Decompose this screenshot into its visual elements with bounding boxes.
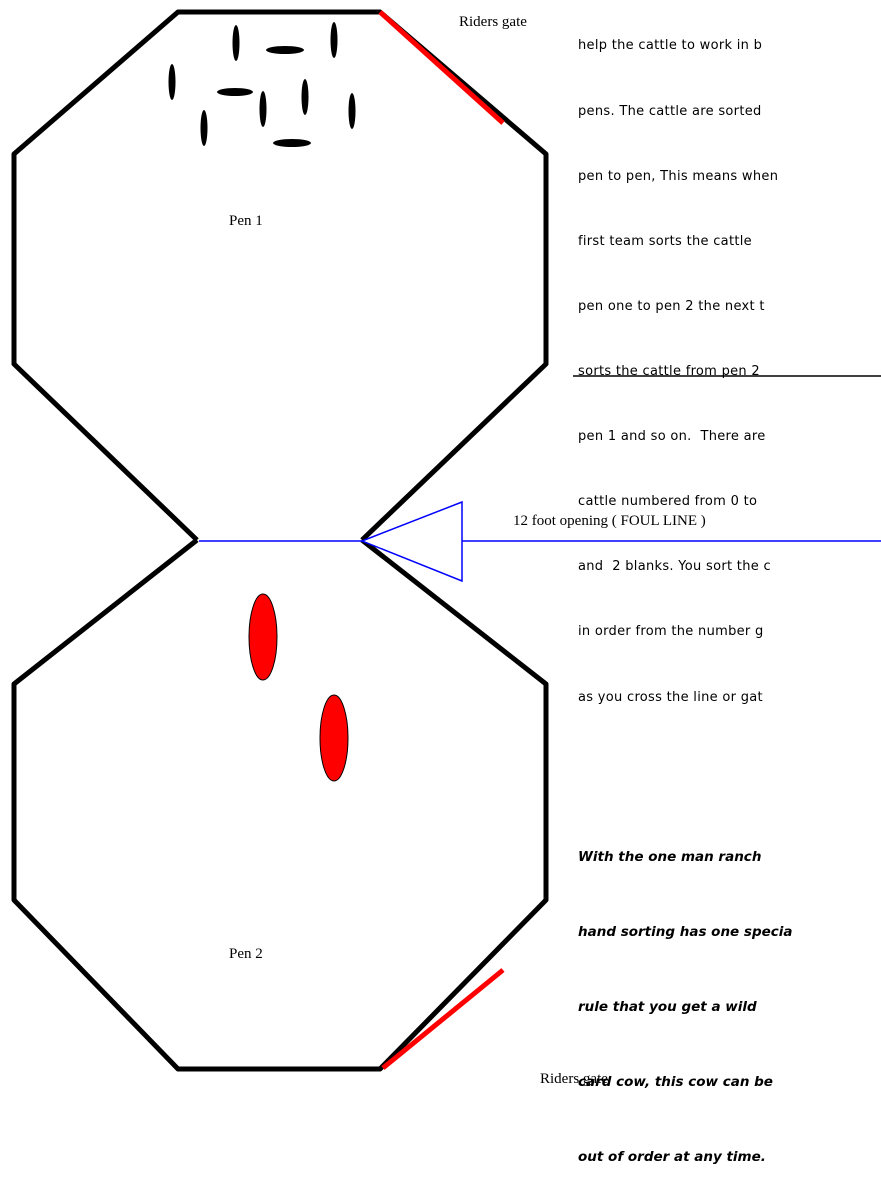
description-line: pen to pen, This means when [578, 166, 881, 188]
cattle-icon [169, 64, 176, 100]
cattle-icon [302, 79, 309, 115]
description-line: and 2 blanks. You sort the c [578, 556, 881, 578]
cattle-icon [233, 25, 240, 61]
pen1-cattle [169, 22, 356, 147]
rule-line: hand sorting has one specia [578, 920, 881, 945]
pen1-label: Pen 1 [229, 213, 263, 230]
pen2-label: Pen 2 [229, 946, 263, 963]
description-line: as you cross the line or gat [578, 687, 881, 709]
cattle-icon [349, 93, 356, 129]
description-line: pen one to pen 2 the next t [578, 296, 881, 318]
pen2-fence [14, 540, 546, 1069]
description-line: pens. The cattle are sorted [578, 101, 881, 123]
description-line: help the cattle to work in b [578, 35, 881, 57]
red-cattle-icon [320, 695, 348, 781]
cattle-icon [201, 110, 208, 146]
cattle-icon [217, 88, 253, 96]
description-line: pen 1 and so on. There are [578, 426, 881, 448]
description-line: sorts the cattle from pen 2 [578, 361, 881, 383]
cattle-icon [260, 91, 267, 127]
description-line: first team sorts the cattle [578, 231, 881, 253]
rule-line: With the one man ranch [578, 845, 881, 870]
description-line: in order from the number g [578, 621, 881, 643]
cattle-icon [331, 22, 338, 58]
rules-description: help the cattle to work in b pens. The c… [578, 0, 881, 730]
wild-card-rule: With the one man ranch hand sorting has … [578, 795, 881, 1195]
riders-gate-top-label: Riders gate [459, 14, 527, 31]
description-line: cattle numbered from 0 to [578, 491, 881, 513]
cattle-icon [273, 139, 311, 147]
riders-gate-bottom [383, 970, 503, 1068]
rule-line: out of order at any time. [578, 1145, 881, 1170]
rule-line: rule that you get a wild [578, 995, 881, 1020]
blue-triangle-arrow-icon [362, 502, 462, 581]
cattle-icon [266, 46, 304, 54]
rule-line: card cow, this cow can be [578, 1070, 881, 1095]
red-cattle-icon [249, 594, 277, 680]
